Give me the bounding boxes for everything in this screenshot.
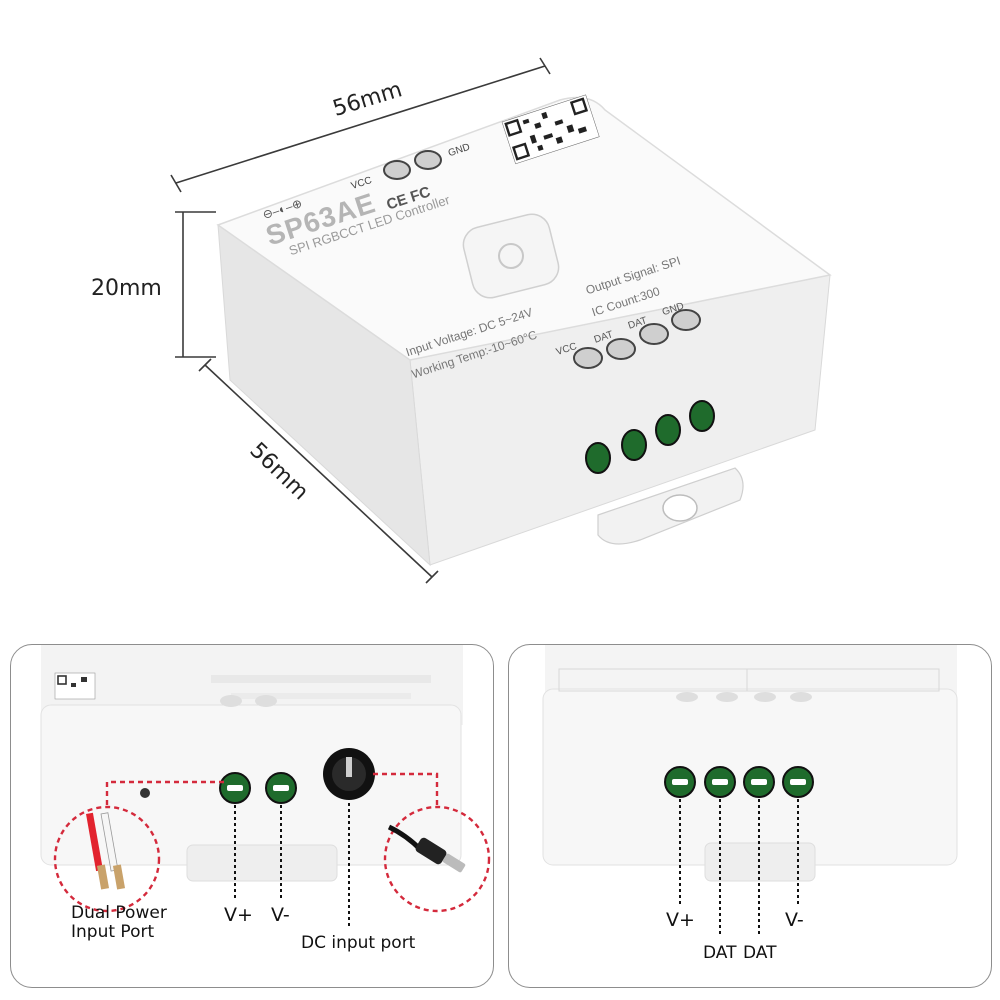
left-v-plus-label: V+	[224, 904, 253, 926]
left-v-minus-label: V-	[271, 904, 290, 926]
dual-power-label-line1: Dual Power	[71, 903, 167, 923]
front-terminals	[585, 400, 715, 474]
output-terminal-illustration	[542, 645, 958, 937]
height-dimension-label: 20mm	[91, 276, 162, 301]
qr-code-icon	[501, 94, 600, 165]
output-terminals	[664, 766, 814, 798]
power-input-illustration	[40, 645, 491, 927]
power-input-panel: Dual Power Input Port V+ V- DC input por…	[10, 644, 494, 988]
dimension-lines	[170, 57, 551, 584]
right-dat-2-label: DAT	[743, 943, 777, 963]
product-hero: 56mm 20mm 56mm VCC GND CE FC ⊖–◐–⊕ SP63A…	[91, 57, 832, 584]
right-dat-1-label: DAT	[703, 943, 737, 963]
dual-power-label-line2: Input Port	[71, 922, 155, 942]
right-v-minus-label: V-	[785, 909, 804, 931]
right-v-plus-label: V+	[666, 909, 695, 931]
output-terminal-panel: V+ V- DAT DAT	[508, 644, 992, 988]
dc-input-label: DC input port	[301, 933, 416, 953]
top-terminals	[383, 150, 701, 369]
product-illustration	[170, 57, 832, 584]
